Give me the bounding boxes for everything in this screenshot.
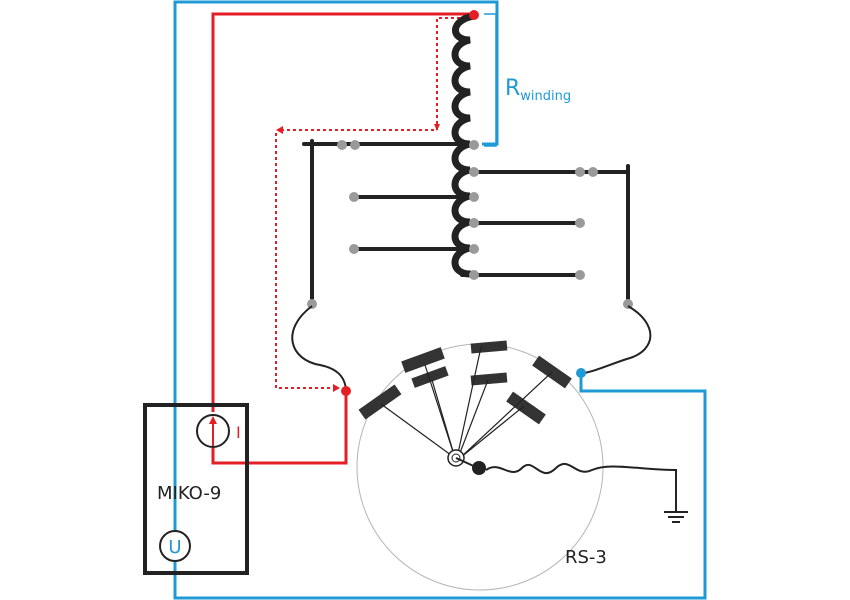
- r-winding-label: Rwinding: [505, 76, 571, 104]
- flex-wire-right: [577, 305, 652, 375]
- current-selector-terminal: [341, 386, 351, 396]
- current-top-terminal: [469, 10, 479, 20]
- current-lead-bottom: [211, 392, 348, 465]
- current-path-dotted-top: [283, 17, 472, 131]
- r-winding-bracket: [484, 13, 497, 147]
- switch-label: RS-3: [565, 547, 607, 568]
- voltage-lead-right: [173, 373, 707, 600]
- selector-arms: [380, 346, 553, 459]
- voltage-lead-left: [173, 0, 499, 546]
- tap-points: [307, 140, 633, 309]
- voltage-symbol: U: [168, 537, 181, 558]
- tap-leads: [302, 139, 630, 306]
- dotted-arrowhead-right: [333, 384, 340, 392]
- miko-device-box: [143, 403, 249, 575]
- flex-wire-left: [291, 305, 347, 391]
- voltage-selector-terminal: [576, 368, 586, 378]
- ground-icon: [664, 511, 688, 523]
- selector-hub: [472, 461, 486, 475]
- neutral-wire: [485, 462, 677, 512]
- selector-pivot-inner: [451, 453, 461, 463]
- current-path-dotted-bottom: [275, 133, 333, 389]
- current-symbol: I: [236, 423, 241, 442]
- device-label: MIKO-9: [157, 483, 221, 504]
- dotted-arrowhead-down: [434, 124, 440, 131]
- current-source-icon: [196, 414, 230, 448]
- dotted-arrowhead-left: [276, 126, 283, 134]
- current-lead-top: [211, 12, 474, 412]
- voltmeter-icon: [159, 530, 191, 562]
